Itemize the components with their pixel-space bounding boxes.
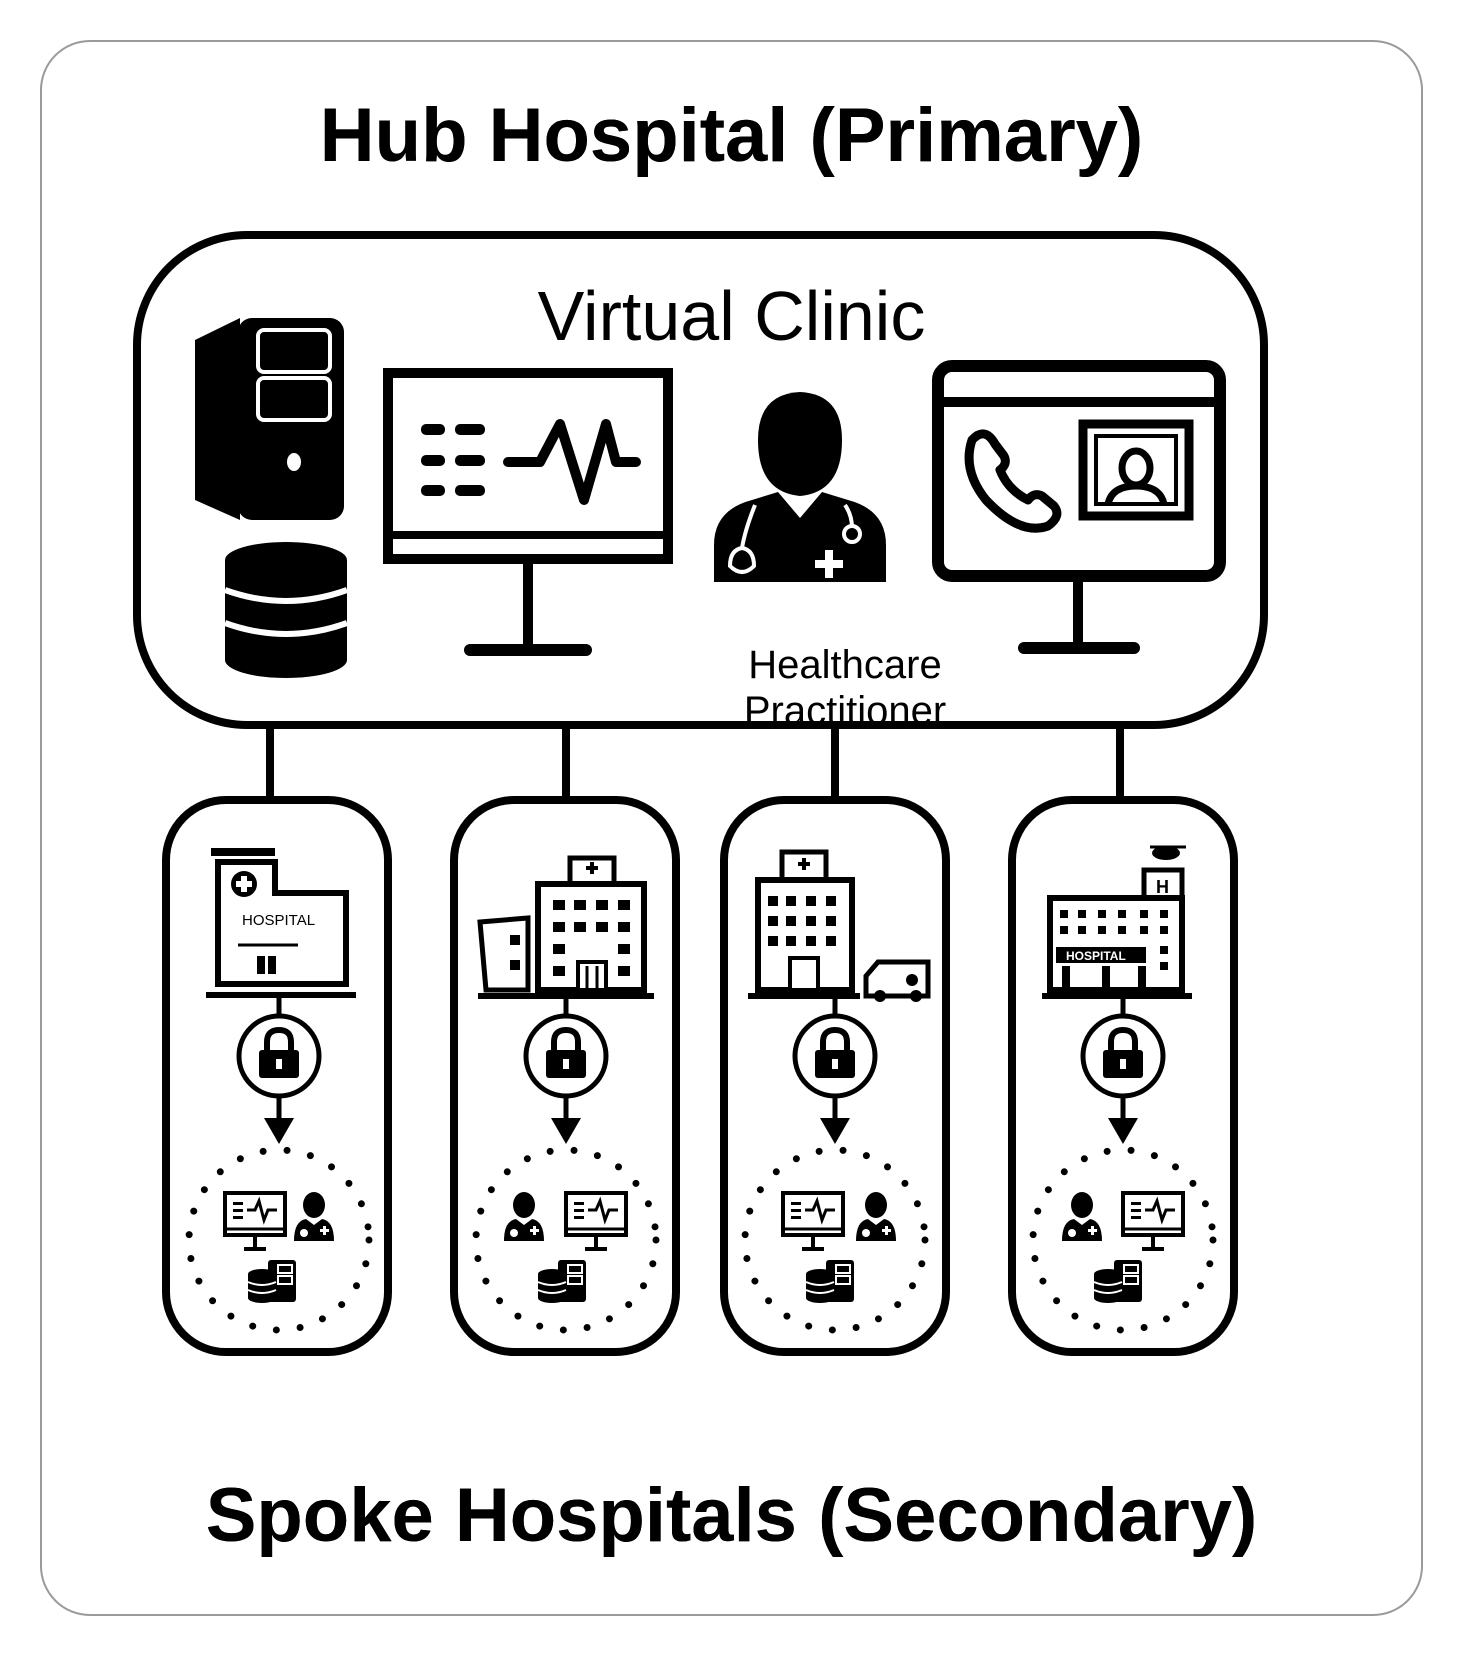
vital-signs-monitor-icon xyxy=(383,368,673,656)
hospital-with-helipad-icon: H HOSPITAL xyxy=(1042,845,1192,999)
server-tower-icon xyxy=(195,318,344,520)
spoke-hospital-4: H HOSPITAL xyxy=(1008,796,1238,1356)
svg-text:H: H xyxy=(1156,877,1169,897)
virtual-clinic-title-overlay: Virtual Clinic xyxy=(537,277,926,355)
lock-icon xyxy=(239,1016,319,1096)
lock-icon xyxy=(795,1016,875,1096)
local-site-circle xyxy=(185,1146,373,1334)
spoke-hospital-1: HOSPITAL xyxy=(162,796,392,1356)
spoke-hospitals-title: Spoke Hospitals (Secondary) xyxy=(205,1473,1258,1558)
database-icon xyxy=(223,542,349,678)
hospital-sign: HOSPITAL xyxy=(242,912,315,929)
lock-icon xyxy=(526,1016,606,1096)
hospital-sign: HOSPITAL xyxy=(1066,949,1126,963)
hub-hospital-title: Hub Hospital (Primary) xyxy=(319,93,1144,178)
local-site-circle xyxy=(1029,1146,1217,1334)
lock-icon xyxy=(1083,1016,1163,1096)
practitioner-label-overlay-line2: Practitioner xyxy=(743,689,947,733)
spoke-hospital-3 xyxy=(720,796,950,1356)
doctor-icon xyxy=(714,392,886,582)
practitioner-label-overlay: Healthcare Practitioner xyxy=(700,642,990,734)
spoke-hospitals-title-overlay: Spoke Hospitals (Secondary) xyxy=(205,1473,1258,1558)
hospital-with-ambulance-icon xyxy=(748,849,931,1002)
practitioner-label-overlay-line1: Healthcare xyxy=(748,643,942,687)
spoke-hospital-2 xyxy=(450,796,680,1356)
video-call-monitor-icon xyxy=(932,360,1226,654)
local-site-circle xyxy=(472,1146,660,1334)
local-site-circle xyxy=(741,1146,929,1334)
virtual-clinic-box xyxy=(133,231,1268,729)
hub-hospital-title-overlay: Hub Hospital (Primary) xyxy=(319,93,1144,178)
hospital-building-icon: HOSPITAL xyxy=(206,848,356,998)
